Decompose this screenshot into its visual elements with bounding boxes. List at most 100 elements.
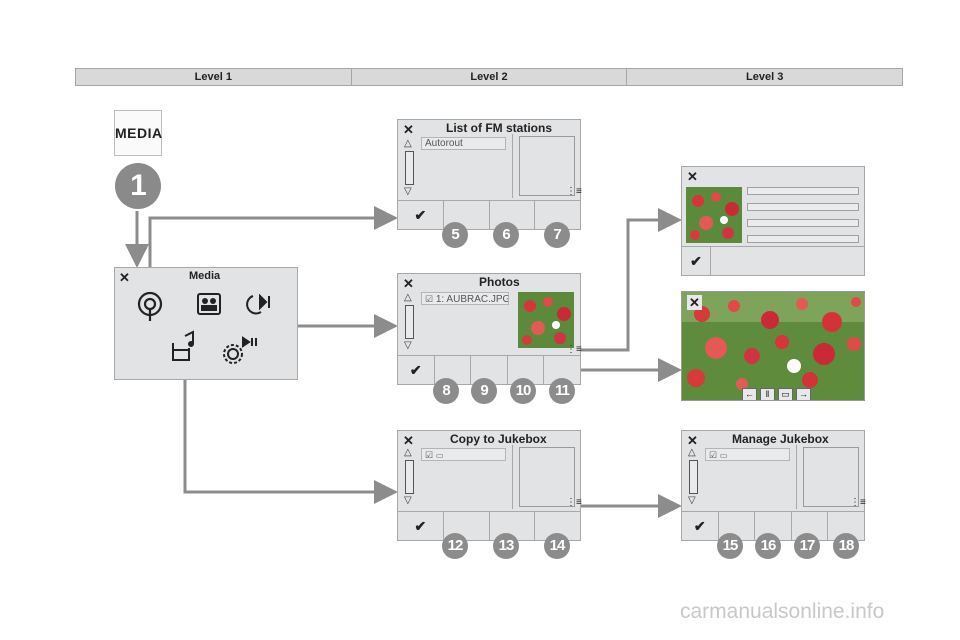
list-options-icon[interactable]: ⋮≡: [566, 344, 582, 355]
badge-10: 10: [510, 378, 536, 404]
copy-button-13[interactable]: [488, 512, 535, 540]
scroll-down-icon[interactable]: ▽: [404, 186, 412, 197]
jukebox-item-field[interactable]: ☑ ▭: [705, 448, 790, 461]
fm-button-5[interactable]: [442, 201, 489, 229]
level-header-bar: Level 1 Level 2 Level 3: [75, 68, 903, 86]
photo-file-field[interactable]: ☑ 1: AUBRAC.JPG: [421, 292, 509, 305]
manage-button-17[interactable]: [790, 512, 828, 540]
poppy-photo: [686, 187, 742, 243]
badge-16: 16: [755, 533, 781, 559]
detail-lines: [747, 187, 859, 251]
list-options-icon[interactable]: ⋮≡: [850, 497, 866, 508]
scroll-track[interactable]: [405, 460, 414, 494]
detail-button-bar: ✔: [682, 246, 864, 275]
scroll-up-icon[interactable]: △: [404, 138, 412, 149]
badge-7: 7: [544, 222, 570, 248]
next-icon[interactable]: →: [796, 388, 811, 400]
media-panel-title: Media: [189, 270, 221, 282]
fm-button-6[interactable]: [488, 201, 535, 229]
photo-detail-panel: ✕ ✔: [681, 166, 865, 276]
copy-button-12[interactable]: [442, 512, 489, 540]
scrollbar[interactable]: △ ▽: [404, 139, 418, 197]
station-field[interactable]: Autorout: [421, 137, 506, 150]
close-icon[interactable]: ✕: [687, 295, 702, 310]
badge-9: 9: [471, 378, 497, 404]
divider: [512, 134, 513, 198]
photos-button-9[interactable]: [470, 356, 507, 384]
confirm-check-icon[interactable]: ✔: [409, 361, 422, 378]
level-1-label: Level 1: [194, 71, 232, 83]
manage-button-16[interactable]: [754, 512, 791, 540]
copy-button-14[interactable]: [534, 512, 580, 540]
radio-icon: [137, 291, 163, 321]
scroll-track[interactable]: [405, 151, 414, 185]
settings-play-icon: [223, 336, 257, 364]
checkbox-icon: ☑: [425, 294, 434, 304]
list-options-icon[interactable]: ⋮≡: [566, 497, 582, 508]
photos-panel-title: Photos: [479, 275, 520, 289]
checkbox-icon: ☑: [709, 450, 718, 460]
photos-button-10[interactable]: [506, 356, 544, 384]
manage-button-18[interactable]: [827, 512, 864, 540]
badge-17: 17: [794, 533, 820, 559]
detail-line: [747, 219, 859, 227]
copy-source-field[interactable]: ☑ ▭: [421, 448, 506, 461]
poppy-photo: [518, 292, 574, 348]
photos-button-11[interactable]: [543, 356, 580, 384]
scroll-track[interactable]: [689, 460, 698, 494]
scroll-up-icon[interactable]: △: [404, 292, 412, 303]
photos-icon: [197, 293, 221, 315]
photo-thumbnail: [686, 187, 742, 243]
fm-button-7[interactable]: [534, 201, 580, 229]
list-options-icon[interactable]: ⋮≡: [566, 186, 582, 197]
confirm-check-icon[interactable]: ✔: [414, 206, 427, 223]
detail-line: [747, 187, 859, 195]
scrollbar[interactable]: △ ▽: [688, 448, 702, 506]
level-2-label: Level 2: [350, 69, 627, 85]
fm-button-bar: ✔: [398, 200, 580, 229]
photos-button-bar: ✔: [398, 355, 580, 384]
badge-15: 15: [717, 533, 743, 559]
scroll-down-icon[interactable]: ▽: [688, 495, 696, 506]
scroll-down-icon[interactable]: ▽: [404, 495, 412, 506]
detail-line: [747, 203, 859, 211]
gallery-icon[interactable]: ▭: [778, 388, 793, 400]
close-icon[interactable]: ✕: [687, 433, 698, 448]
preview-frame: [803, 447, 859, 507]
close-icon[interactable]: ✕: [403, 276, 414, 291]
previous-icon[interactable]: ←: [742, 388, 757, 400]
folder-icon: ▭: [719, 451, 728, 460]
manage-jukebox-panel: ✕ Manage Jukebox △ ▽ ☑ ▭ ⋮≡ ✔: [681, 430, 866, 541]
pause-icon[interactable]: ‖: [760, 388, 775, 400]
manage-button-15[interactable]: [717, 512, 755, 540]
level-3-label: Level 3: [626, 69, 902, 85]
photos-panel: ✕ Photos △ ▽ ☑ 1: AUBRAC.JPG ⋮≡ ✔: [397, 273, 582, 385]
divider: [796, 445, 797, 509]
scroll-up-icon[interactable]: △: [404, 447, 412, 458]
scroll-track[interactable]: [405, 305, 414, 339]
arrow-to-copy: [183, 360, 398, 504]
badge-5: 5: [442, 222, 468, 248]
close-icon[interactable]: ✕: [403, 122, 414, 137]
close-icon[interactable]: ✕: [403, 433, 414, 448]
photos-button-8[interactable]: [433, 356, 471, 384]
close-icon[interactable]: ✕: [119, 270, 130, 285]
scroll-up-icon[interactable]: △: [688, 447, 696, 458]
confirm-check-icon[interactable]: ✔: [693, 517, 706, 534]
poppy-field-photo: [682, 292, 864, 400]
photo-fullscreen-view: ✕ ← ‖ ▭ →: [681, 291, 865, 401]
detail-line: [747, 235, 859, 243]
copy-panel-title: Copy to Jukebox: [450, 432, 547, 446]
copy-jukebox-panel: ✕ Copy to Jukebox △ ▽ ☑ ▭ ⋮≡ ✔: [397, 430, 582, 541]
confirm-check-icon[interactable]: ✔: [690, 252, 702, 269]
scrollbar[interactable]: △ ▽: [404, 293, 418, 351]
close-icon[interactable]: ✕: [687, 169, 698, 184]
badge-14: 14: [544, 533, 570, 559]
badge-18: 18: [833, 533, 859, 559]
media-button[interactable]: MEDIA: [114, 110, 162, 156]
scrollbar[interactable]: △ ▽: [404, 448, 418, 506]
scroll-down-icon[interactable]: ▽: [404, 340, 412, 351]
checkbox-icon: ☑: [425, 450, 434, 460]
confirm-check-icon[interactable]: ✔: [414, 517, 427, 534]
detail-bar-empty: [710, 247, 864, 275]
